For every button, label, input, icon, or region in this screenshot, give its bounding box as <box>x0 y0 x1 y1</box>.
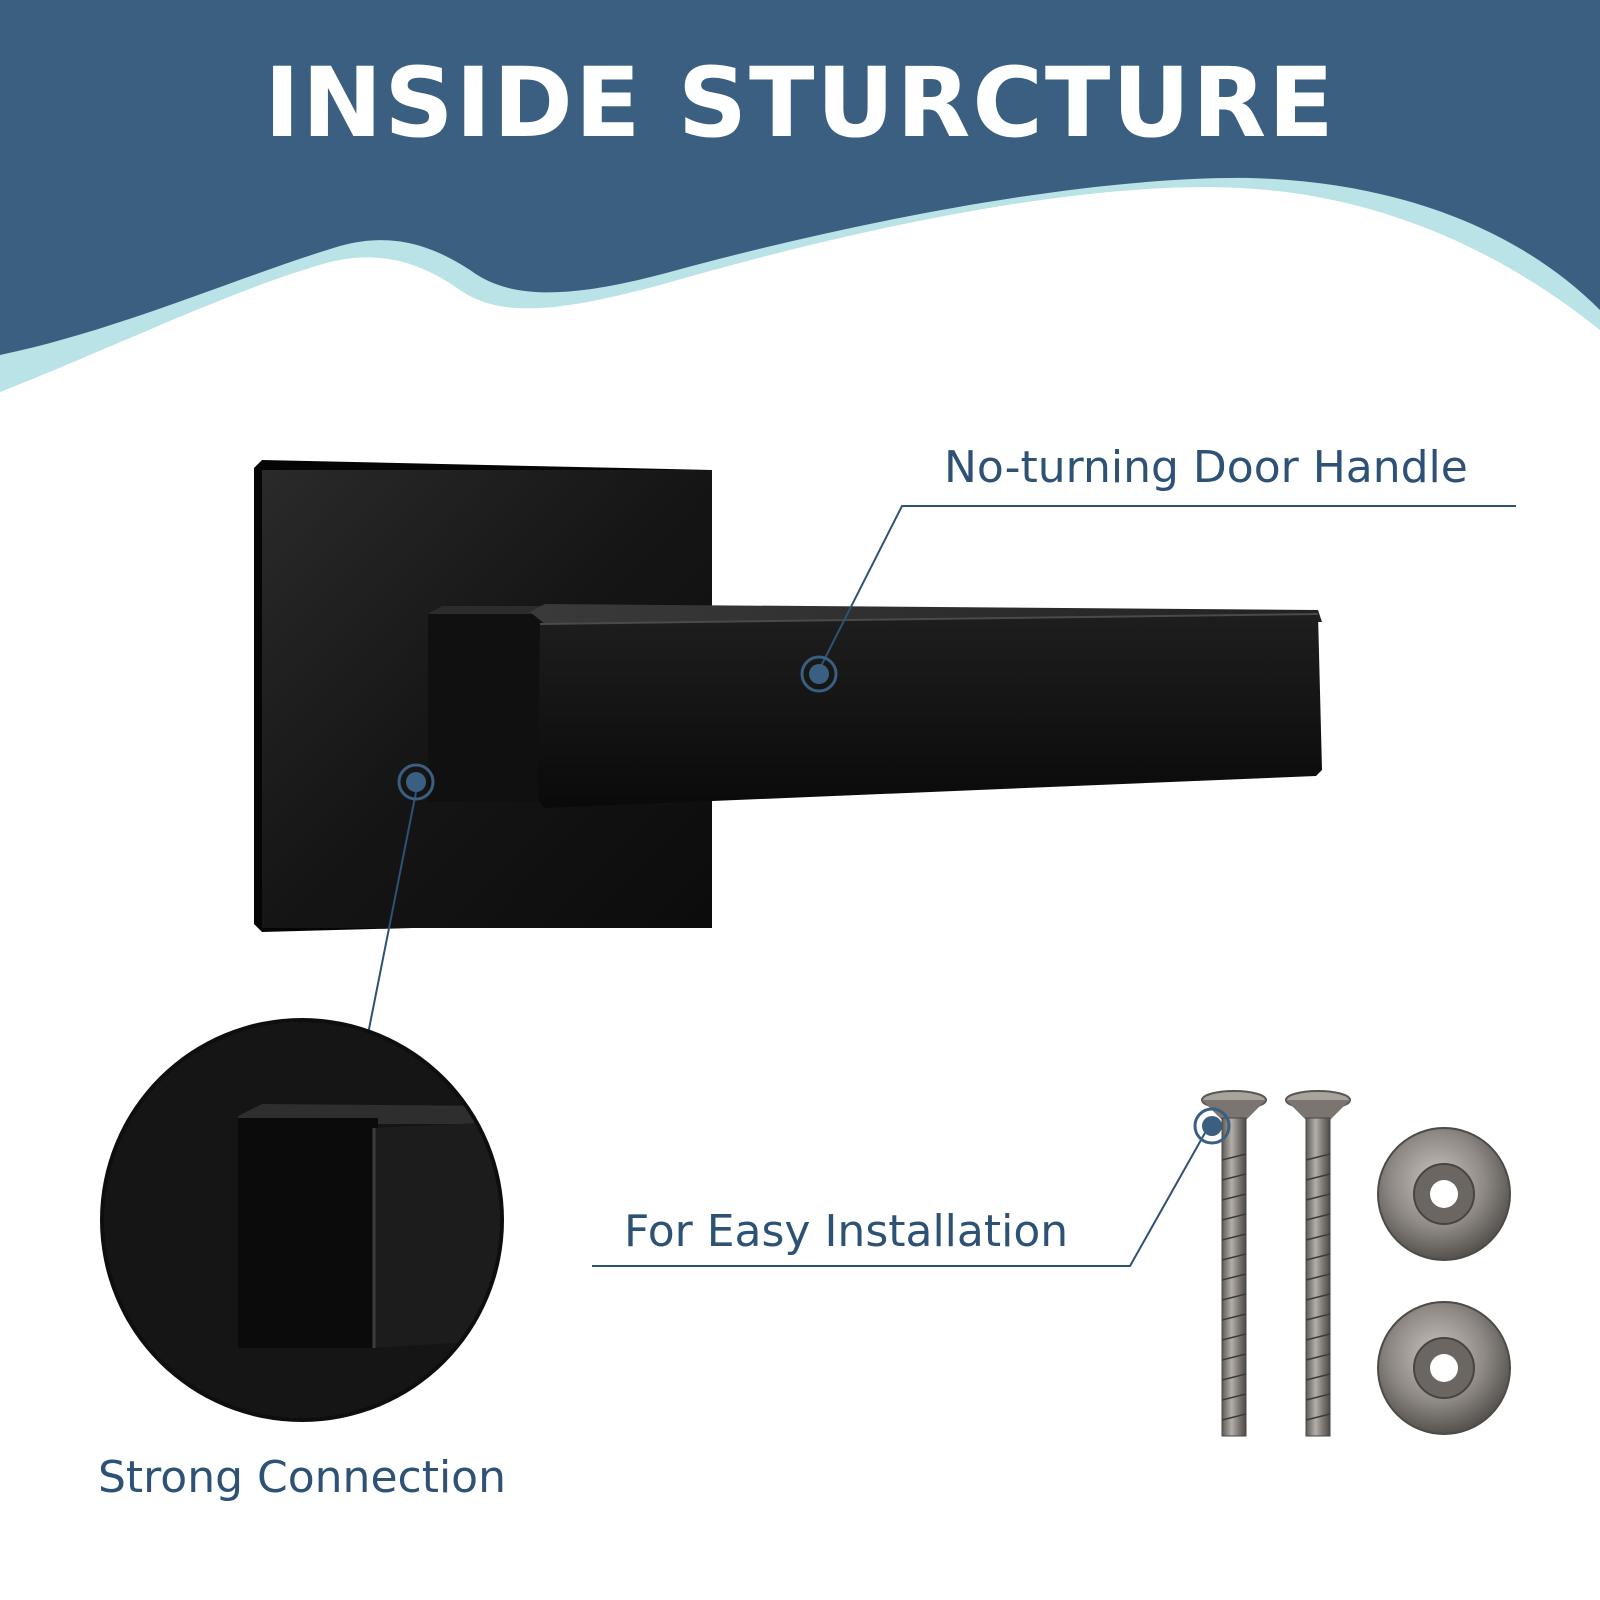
callout-dot-icon <box>800 655 838 693</box>
lever-neck <box>428 614 552 802</box>
door-handle <box>254 460 1322 932</box>
screw-right <box>1285 1090 1351 1437</box>
header-banner <box>0 0 1600 392</box>
callout-lines <box>367 505 1516 1267</box>
screw-threads <box>1221 1153 1331 1421</box>
callout-label-connection: Strong Connection <box>98 1452 506 1503</box>
callout-line-connection <box>367 781 419 1035</box>
callout-label-installation: For Easy Installation <box>624 1206 1069 1257</box>
lever-edge-highlight <box>539 613 1319 625</box>
callout-line-installation <box>592 1123 1211 1267</box>
page-title: INSIDE STURCTURE <box>264 47 1336 159</box>
callout-label-handle: No-turning Door Handle <box>944 442 1468 493</box>
screw-left <box>1201 1090 1267 1437</box>
lever-front <box>538 614 1322 808</box>
callout-dot-icon <box>397 763 435 801</box>
callout-line-handle <box>818 505 1516 671</box>
zoom-neck-face <box>374 1122 500 1348</box>
banner-background <box>0 0 1600 355</box>
washers <box>1377 1127 1511 1435</box>
zoom-neck-left <box>238 1118 378 1348</box>
washer-top <box>1377 1127 1511 1261</box>
callout-dot-icon <box>1193 1107 1231 1145</box>
zoom-detail <box>100 1018 504 1422</box>
washer-bottom <box>1377 1301 1511 1435</box>
mounting-screws <box>1201 1090 1351 1437</box>
callout-dots <box>397 655 1231 1145</box>
